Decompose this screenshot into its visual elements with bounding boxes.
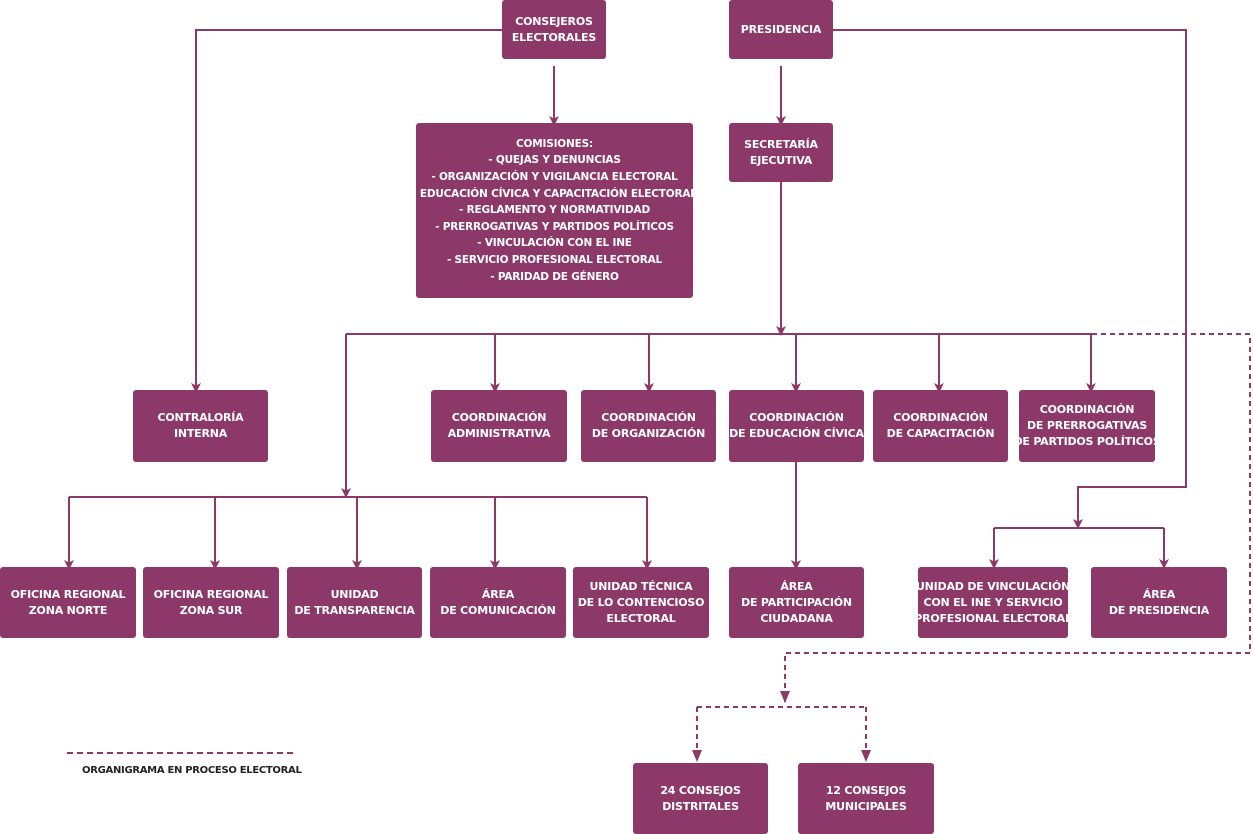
coordinacion-capacitacion-label: COORDINACIÓN DE CAPACITACIÓN <box>887 410 995 442</box>
label-line: ÁREA <box>481 587 515 601</box>
label-line: ZONA NORTE <box>28 603 108 617</box>
label-line: DE TRANSPARENCIA <box>294 603 415 617</box>
label-line: COORDINACIÓN <box>893 411 988 424</box>
label-line: EJECUTIVA <box>749 153 813 167</box>
coordinacion-organizacion-box: COORDINACIÓN DE ORGANIZACIÓN <box>581 390 716 462</box>
label-line: COORDINACIÓN <box>451 411 547 424</box>
coordinacion-capacitacion-box: COORDINACIÓN DE CAPACITACIÓN <box>873 390 1008 462</box>
label-line: COMISIONES: <box>516 137 593 150</box>
label-line: DE PARTIDOS POLÍTICOS <box>1013 435 1161 448</box>
consejos-municipales-box: 12 CONSEJOS MUNICIPALES <box>798 763 934 834</box>
comunicacion-box: ÁREA DE COMUNICACIÓN <box>430 567 566 638</box>
label-line: 12 CONSEJOS <box>825 783 907 797</box>
label-line: DE EDUCACIÓN CÍVICA <box>729 427 864 440</box>
label-line: - QUEJAS Y DENUNCIAS <box>488 154 621 167</box>
secretaria-label: SECRETARÍA EJECUTIVA <box>744 137 818 169</box>
label-line: - SERVICIO PROFESIONAL ELECTORAL <box>446 253 663 266</box>
label-line: ELECTORAL <box>606 611 676 625</box>
label-line: DE CAPACITACIÓN <box>886 427 995 440</box>
label-line: DISTRITALES <box>662 799 739 813</box>
consejos-municipales-label: 12 CONSEJOS MUNICIPALES <box>825 783 906 815</box>
label-line: CONTRALORÍA <box>157 411 244 424</box>
coordinacion-educacion-label: COORDINACIÓN DE EDUCACIÓN CÍVICA <box>729 410 864 442</box>
label-line: - ORGANIZACIÓN Y VIGILANCIA ELECTORAL <box>431 171 678 184</box>
label-line: COORDINACIÓN <box>1039 403 1135 416</box>
coordinacion-organizacion-label: COORDINACIÓN DE ORGANIZACIÓN <box>591 410 706 442</box>
link-consejeros-contraloria <box>191 29 502 393</box>
presidencia-box: PRESIDENCIA <box>729 0 833 59</box>
label-line: DE COMUNICACIÓN <box>440 603 556 617</box>
label-line: SECRETARÍA <box>744 137 818 151</box>
secretaria-box: SECRETARÍA EJECUTIVA <box>729 123 833 182</box>
link-presidencia-right <box>832 29 1187 529</box>
label-line: CON EL INE Y SERVICIO <box>923 595 1063 609</box>
comisiones-box: COMISIONES: - QUEJAS Y DENUNCIAS - ORGANIZ… <box>412 123 697 298</box>
label-line: INTERNA <box>173 427 228 440</box>
label-line: MUNICIPALES <box>825 799 907 813</box>
label-line: - PRERROGATIVAS Y PARTIDOS POLÍTICOS <box>435 220 674 233</box>
link-electoral-process <box>784 333 1251 702</box>
label-line: ÁREA <box>780 579 813 593</box>
vinculacion-label: UNIDAD DE VINCULACIÓN CON EL INE Y SERVIC… <box>914 579 1072 627</box>
contraloria-label: CONTRALORÍA INTERNA <box>158 410 244 442</box>
label-line: - EDUCACIÓN CÍVICA Y CAPACITACIÓN ELECTO… <box>412 187 697 200</box>
coordinacion-prerrogativas-box: COORDINACIÓN DE PRERROGATIVAS DE PARTIDOS … <box>1013 390 1161 462</box>
label-line: UNIDAD <box>330 587 379 601</box>
consejeros-label: CONSEJEROS ELECTORALES <box>512 14 596 46</box>
coordinacion-administrativa-label: COORDINACIÓN ADMINISTRATIVA <box>448 410 551 442</box>
comunicacion-label: ÁREA DE COMUNICACIÓN <box>440 587 556 619</box>
area-presidencia-label: ÁREA DE PRESIDENCIA <box>1109 587 1209 619</box>
area-presidencia-box: ÁREA DE PRESIDENCIA <box>1091 567 1227 638</box>
label-line: - PARIDAD DE GÉNERO <box>490 270 619 283</box>
label-line: - REGLAMENTO Y NORMATIVIDAD <box>459 204 650 217</box>
participacion-label: ÁREA DE PARTICIPACIÓN CIUDADANA <box>741 579 852 627</box>
oficina-norte-label: OFICINA REGIONAL ZONA NORTE <box>11 587 126 619</box>
label-line: OFICINA REGIONAL <box>10 587 126 601</box>
comisiones-label: COMISIONES: - QUEJAS Y DENUNCIAS - ORGANIZ… <box>412 136 697 285</box>
consejos-distritales-box: 24 CONSEJOS DISTRITALES <box>633 763 768 834</box>
contraloria-box: CONTRALORÍA INTERNA <box>133 390 268 462</box>
transparencia-box: UNIDAD DE TRANSPARENCIA <box>287 567 422 638</box>
label-line: OFICINA REGIONAL <box>153 587 269 601</box>
label-line: ÁREA <box>1142 587 1176 601</box>
label-line: ELECTORALES <box>511 30 597 44</box>
label-line: ADMINISTRATIVA <box>447 427 551 440</box>
label-line: UNIDAD DE VINCULACIÓN <box>915 579 1071 593</box>
transparencia-label: UNIDAD DE TRANSPARENCIA <box>294 587 415 619</box>
label-line: 24 CONSEJOS <box>660 783 741 797</box>
presidencia-label: PRESIDENCIA <box>740 22 822 38</box>
label-line: PROFESIONAL ELECTORAL <box>914 611 1072 625</box>
label-line: COORDINACIÓN <box>749 411 844 424</box>
label-line: DE PRERROGATIVAS <box>1026 419 1148 432</box>
contencioso-box: UNIDAD TÉCNICA DE LO CONTENCIOSO ELECTORAL <box>573 567 709 638</box>
label-line: CONSEJEROS <box>515 14 593 28</box>
participacion-box: ÁREA DE PARTICIPACIÓN CIUDADANA <box>729 567 864 638</box>
legend-dashed-line <box>67 752 293 754</box>
label-line: DE PRESIDENCIA <box>1108 603 1210 617</box>
label-line: PRESIDENCIA <box>740 22 822 36</box>
legend-label: ORGANIGRAMA EN PROCESO ELECTORAL <box>82 765 302 776</box>
coordinacion-administrativa-box: COORDINACIÓN ADMINISTRATIVA <box>431 390 567 462</box>
oficina-sur-label: OFICINA REGIONAL ZONA SUR <box>154 587 269 619</box>
oficina-sur-box: OFICINA REGIONAL ZONA SUR <box>143 567 279 638</box>
label-line: UNIDAD TÉCNICA <box>589 579 693 593</box>
coordinacion-educacion-box: COORDINACIÓN DE EDUCACIÓN CÍVICA <box>729 390 864 462</box>
oficina-norte-box: OFICINA REGIONAL ZONA NORTE <box>0 567 136 638</box>
coordinacion-prerrogativas-label: COORDINACIÓN DE PRERROGATIVAS DE PARTIDOS … <box>1013 402 1160 450</box>
label-line: DE ORGANIZACIÓN <box>591 427 706 440</box>
consejos-distritales-label: 24 CONSEJOS DISTRITALES <box>660 783 741 815</box>
label-line: - VINCULACIÓN CON EL INE <box>477 237 632 250</box>
contencioso-label: UNIDAD TÉCNICA DE LO CONTENCIOSO ELECTORAL <box>578 579 705 627</box>
label-line: DE PARTICIPACIÓN <box>741 595 852 609</box>
vinculacion-box: UNIDAD DE VINCULACIÓN CON EL INE Y SERVIC… <box>914 567 1072 638</box>
label-line: ZONA SUR <box>179 603 243 617</box>
label-line: CIUDADANA <box>760 611 833 625</box>
label-line: COORDINACIÓN <box>601 411 696 424</box>
label-line: DE LO CONTENCIOSO <box>577 595 705 609</box>
consejeros-box: CONSEJEROS ELECTORALES <box>502 0 606 59</box>
